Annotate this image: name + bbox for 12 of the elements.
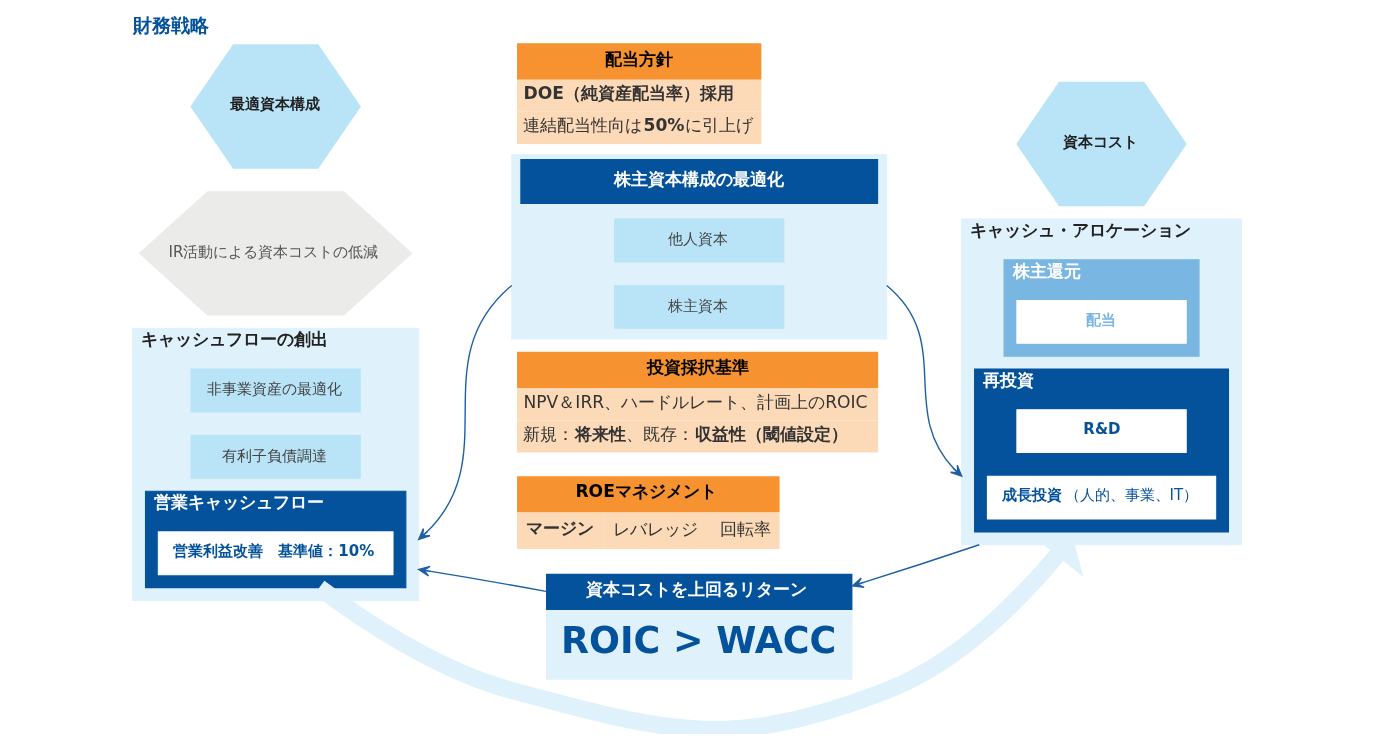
node-box: 他人資本	[613, 217, 784, 262]
diagram-title: 財務戦略	[132, 13, 209, 37]
arrow	[851, 543, 980, 588]
node-box: 非事業資産の最適化	[190, 367, 361, 412]
node-box: R&D	[1015, 408, 1187, 453]
node-box: 配当	[1015, 299, 1187, 344]
node-box: 成長投資（人的、事業、IT）	[986, 475, 1216, 520]
arrow	[885, 284, 962, 477]
node-box: 株主資本	[613, 284, 784, 329]
node-box: 有利子負債調達	[190, 434, 361, 479]
node-box: 営業利益改善 基準値：10%	[157, 530, 394, 575]
arrow	[417, 284, 512, 540]
